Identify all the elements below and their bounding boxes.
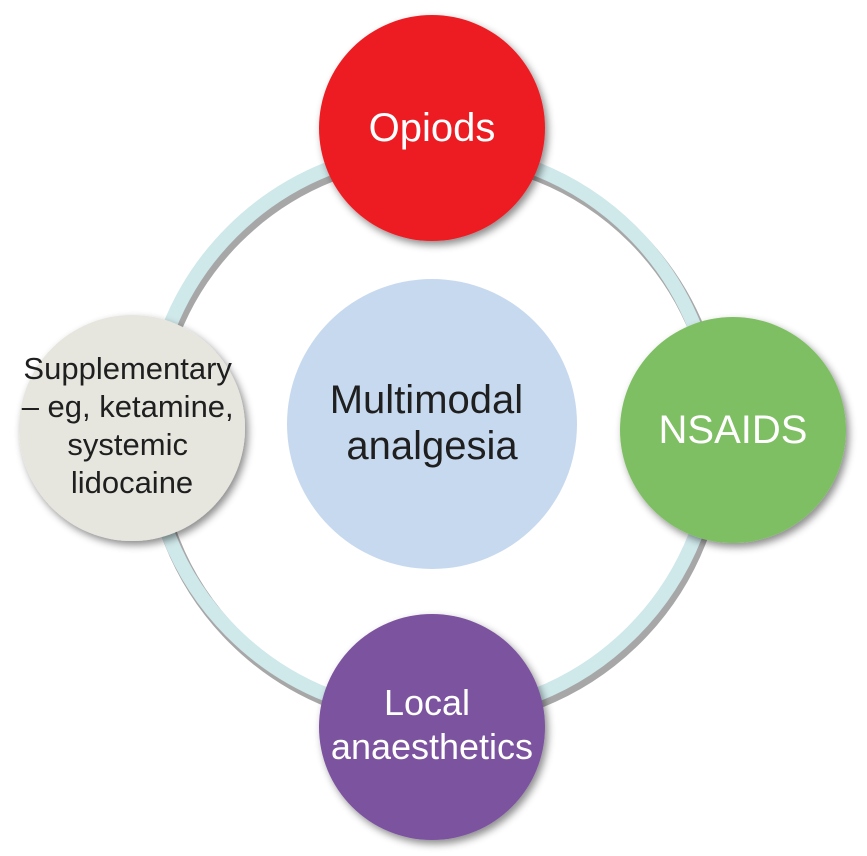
local-anaesthetics-circle	[319, 614, 545, 840]
supplementary-label-line-1: Supplementary	[23, 351, 232, 386]
center-label-line-1: Multimodal	[330, 378, 523, 422]
supplementary-label-line-4: lidocaine	[71, 465, 193, 500]
opioids-label-line-1: Opiods	[369, 106, 496, 150]
node-nsaids	[620, 317, 846, 543]
supplementary-label: Supplementary – eg, ketamine, systemic l…	[22, 351, 243, 500]
center-label-line-2: analgesia	[346, 424, 518, 468]
supplementary-label-line-3: systemic	[67, 427, 188, 462]
local-anaesthetics-label: Local anaesthetics	[331, 682, 533, 767]
opioids-label: Opiods	[369, 106, 496, 150]
node-local-anaesthetics	[319, 614, 545, 840]
node-supplementary	[19, 315, 245, 541]
supplementary-label-line-2: – eg, ketamine,	[22, 389, 234, 424]
supplementary-circle	[19, 315, 245, 541]
local-anaesthetics-label-line-1: Local	[384, 682, 470, 723]
node-opioids	[319, 15, 545, 241]
nsaids-circle	[620, 317, 846, 543]
opioids-circle	[319, 15, 545, 241]
center-label: Multimodal analgesia	[330, 378, 535, 468]
nsaids-label-line-1: NSAIDS	[659, 408, 808, 452]
nsaids-label: NSAIDS	[659, 408, 808, 452]
local-anaesthetics-label-line-2: anaesthetics	[331, 726, 533, 767]
center-circle	[287, 279, 577, 569]
center-node: Multimodal analgesia	[287, 279, 577, 569]
